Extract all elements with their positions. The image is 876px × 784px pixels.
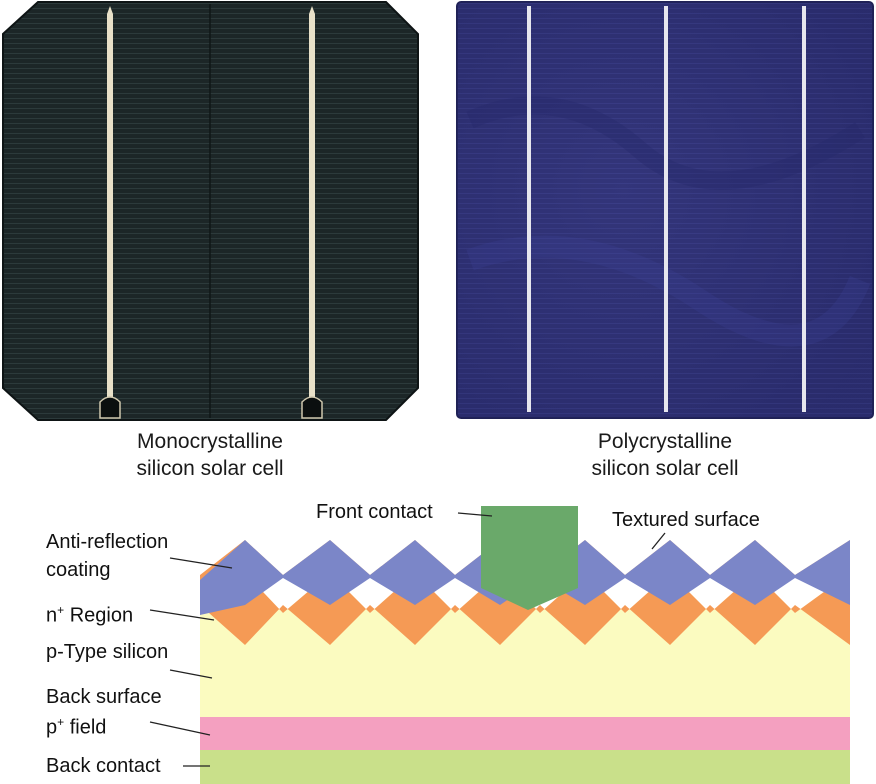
mono-caption: Monocrystalline silicon solar cell [80,428,340,482]
label-anti-reflection-line1: Anti-reflection [46,531,169,553]
mono-cell [2,0,419,421]
poly-busbar [802,6,806,412]
leader-textured-surface [651,532,666,550]
poly-busbar [527,6,531,412]
mono-caption-line1: Monocrystalline [137,430,283,453]
poly-caption-line2: silicon solar cell [591,457,739,480]
cell-cross-section [200,506,850,784]
leader-anti-reflection [169,557,233,569]
label-p-type: p-Type silicon [46,641,169,663]
label-back-contact: Back contact [46,755,161,777]
mono-busbar [301,6,323,419]
mono-busbar [99,6,121,419]
label-n-region: n+ Region [46,598,133,628]
front-contact [481,506,578,610]
back-surface-field-layer [200,717,850,750]
leader-n-region [149,609,215,621]
poly-caption-line1: Polycrystalline [597,430,733,453]
back-field-suffix: field [64,716,107,739]
back-contact-layer [200,750,850,784]
label-back-surface-field: p+ field [46,710,106,740]
n-region-prefix: n [46,604,58,627]
poly-busbar [664,6,668,412]
leader-back-surface-field [149,721,211,736]
label-textured-surface: Textured surface [612,509,760,531]
n-region-sup: + [57,603,65,617]
poly-caption: Polycrystalline silicon solar cell [535,428,795,482]
label-back-surface-line1: Back surface [46,686,162,708]
back-field-sup: + [57,715,65,729]
leader-p-type [169,669,213,679]
label-anti-reflection-line2: coating [46,559,111,581]
poly-cell [456,1,874,419]
n-region-suffix: Region [64,604,134,627]
back-field-prefix: p [46,716,58,739]
leader-front-contact [457,512,493,517]
leader-lines [149,512,666,767]
mono-caption-line2: silicon solar cell [136,457,284,480]
label-front-contact: Front contact [316,501,433,523]
